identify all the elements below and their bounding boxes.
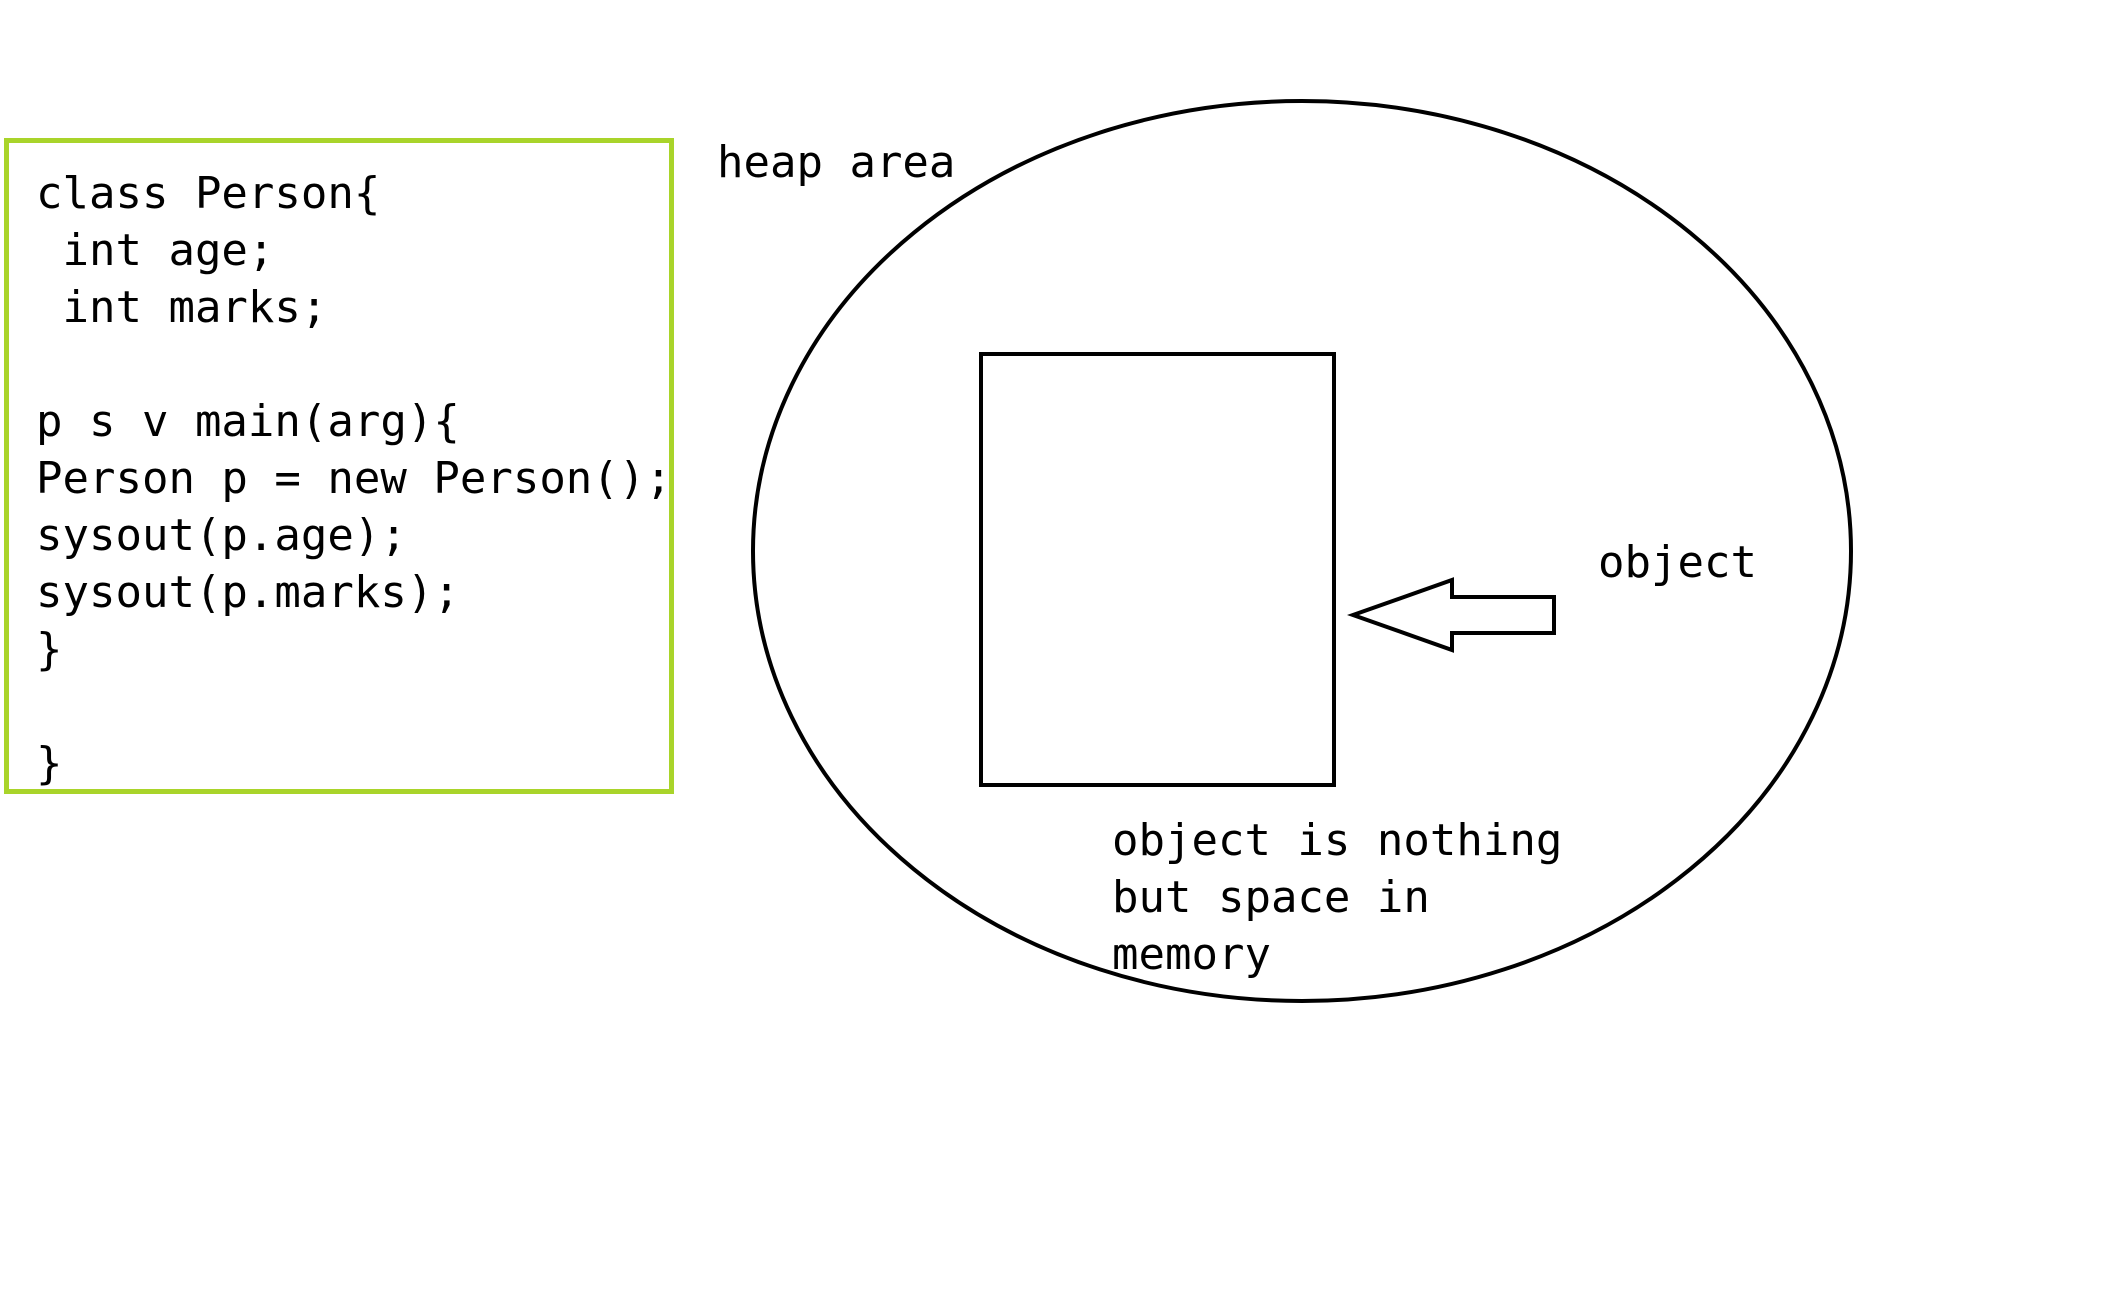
code-line: class Person{: [36, 168, 381, 219]
code-line: int marks;: [36, 282, 328, 333]
arrow-left-icon: [1346, 577, 1556, 653]
code-line: p s v main(arg){: [36, 396, 460, 447]
object-description-line: but space in: [1112, 872, 1430, 923]
object-description-line: object is nothing: [1112, 815, 1563, 866]
code-block: class Person{ int age; int marks; p s v …: [4, 138, 674, 794]
object-label: object: [1598, 537, 1757, 588]
code-line: }: [36, 738, 63, 789]
heap-area-ellipse: [751, 99, 1853, 1003]
code-line: int age;: [36, 225, 275, 276]
object-box: [979, 352, 1336, 787]
code-line: sysout(p.age);: [36, 510, 407, 561]
code-line: }: [36, 624, 63, 675]
object-description-line: memory: [1112, 929, 1271, 980]
heap-area-label: heap area: [717, 137, 956, 188]
code-line: Person p = new Person();: [36, 453, 672, 504]
code-line: sysout(p.marks);: [36, 567, 460, 618]
